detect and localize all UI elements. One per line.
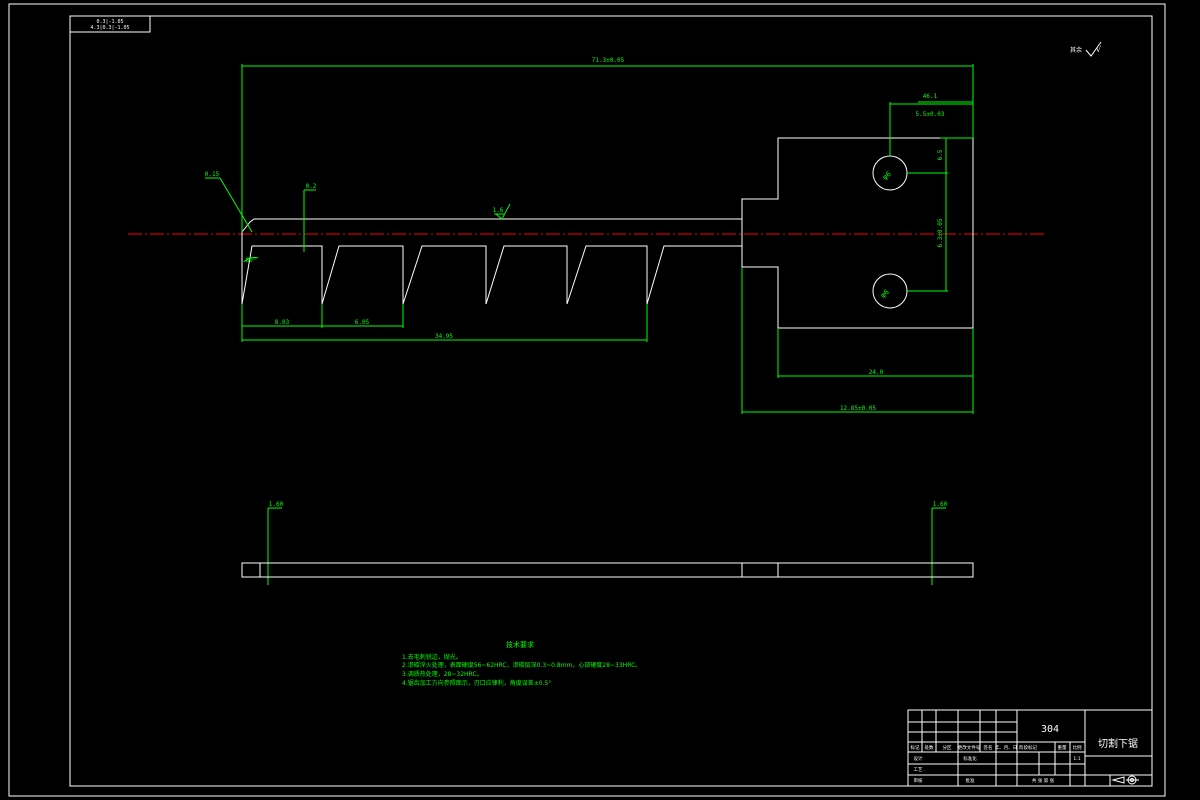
corner-stamp-line1: 0.3|-1.05 — [96, 19, 123, 25]
dim-tooth-angle: 80° — [246, 257, 257, 264]
tb-scale-value: 1:1 — [1073, 756, 1080, 762]
technical-requirements: 技术要求 1.去毛刺锐边，抛光。 2.渗碳淬火处理，表面硬度56~62HRC，渗… — [402, 640, 641, 687]
dimensions — [205, 64, 974, 585]
dim-roughness: 1.6 — [493, 207, 504, 214]
requirement-line-3: 3.调质热处理，28~32HRC。 — [402, 670, 483, 678]
part-outline — [241, 137, 974, 329]
title-block-material: 304 — [1041, 724, 1059, 735]
tb-approve: 批准 — [966, 777, 975, 784]
dim-side-thickness-left: 1.60 — [269, 501, 284, 508]
hole-top: φ6 — [872, 155, 908, 191]
dim-toothed-length: 34.95 — [435, 333, 453, 340]
tb-review: 审核 — [914, 777, 923, 784]
tb-process: 工艺 — [914, 767, 923, 773]
dim-side-thickness-right: 1.60 — [933, 501, 948, 508]
dimension-texts: 71.3±0.05 46.1 5.5±0.03 6.5 6.3±0.05 0.1… — [205, 57, 948, 508]
tb-label-change-doc: 更改文件号 — [958, 744, 981, 751]
dim-overall-length: 71.3±0.05 — [592, 57, 625, 64]
tb-sheet-info: 共 张 第 张 — [1032, 777, 1055, 784]
dim-hole-vertical-top: 6.5 — [937, 149, 944, 160]
tb-weight: 重量 — [1058, 744, 1067, 751]
corner-stamp-line2: 4.3|0.3|-1.05 — [90, 25, 129, 31]
requirement-line-2: 2.渗碳淬火处理，表面硬度56~62HRC，渗碳层深0.3~0.8mm，心部硬度… — [402, 661, 641, 669]
tb-stage-mark: 阶段标记 — [1019, 744, 1037, 751]
roughness-general-label: 其余 — [1070, 46, 1082, 54]
tb-label-count: 处数 — [925, 744, 934, 751]
title-block-part-name: 切割下锯 — [1098, 737, 1138, 750]
side-view — [241, 562, 974, 578]
dim-right-width: 46.1 — [923, 93, 938, 100]
dim-right-hole-offset: 5.5±0.03 — [916, 111, 945, 118]
tb-label-mark: 标记 — [911, 744, 920, 751]
roughness-general-symbol: √ — [1096, 45, 1102, 54]
requirement-line-1: 1.去毛刺锐边，抛光。 — [402, 653, 462, 661]
tb-label-signature: 签名 — [984, 744, 993, 751]
hole-top-label: φ6 — [881, 170, 893, 182]
projection-symbol-icon — [1111, 775, 1139, 785]
dim-hole-pitch: 6.3±0.05 — [937, 218, 944, 247]
dim-step-length: 12.85±0.05 — [840, 405, 877, 412]
title-block: 304 切割下锯 标记 处数 分区 更改文件号 签名 年、月、日 设计 标准化 … — [907, 709, 1153, 787]
tb-label-zone: 分区 — [943, 744, 952, 751]
tb-standardization: 标准化 — [963, 755, 977, 762]
tb-scale: 比例 — [1073, 744, 1082, 751]
roughness-general: 其余 √ — [1070, 41, 1102, 57]
requirement-line-4: 4.锯齿加工方向参照图示，刃口应锋利，角度误差±0.5° — [402, 679, 551, 687]
requirements-title: 技术要求 — [506, 640, 534, 649]
dim-right-body-length: 24.0 — [869, 369, 884, 376]
dim-chamfer-note: 0.15 — [205, 171, 220, 178]
dim-tooth-pitch-1: 8.03 — [275, 319, 290, 326]
sheet-border — [8, 3, 1166, 797]
hole-bottom-label: φ6 — [879, 288, 891, 300]
tb-label-date: 年、月、日 — [995, 744, 1018, 751]
tb-design: 设计 — [914, 755, 923, 762]
dim-tooth-pitch-2: 6.05 — [355, 319, 370, 326]
corner-stamp: 0.3|-1.05 4.3|0.3|-1.05 — [69, 15, 151, 33]
hole-bottom: φ6 — [872, 273, 908, 309]
dim-tooth-edge: 0.2 — [306, 183, 317, 190]
